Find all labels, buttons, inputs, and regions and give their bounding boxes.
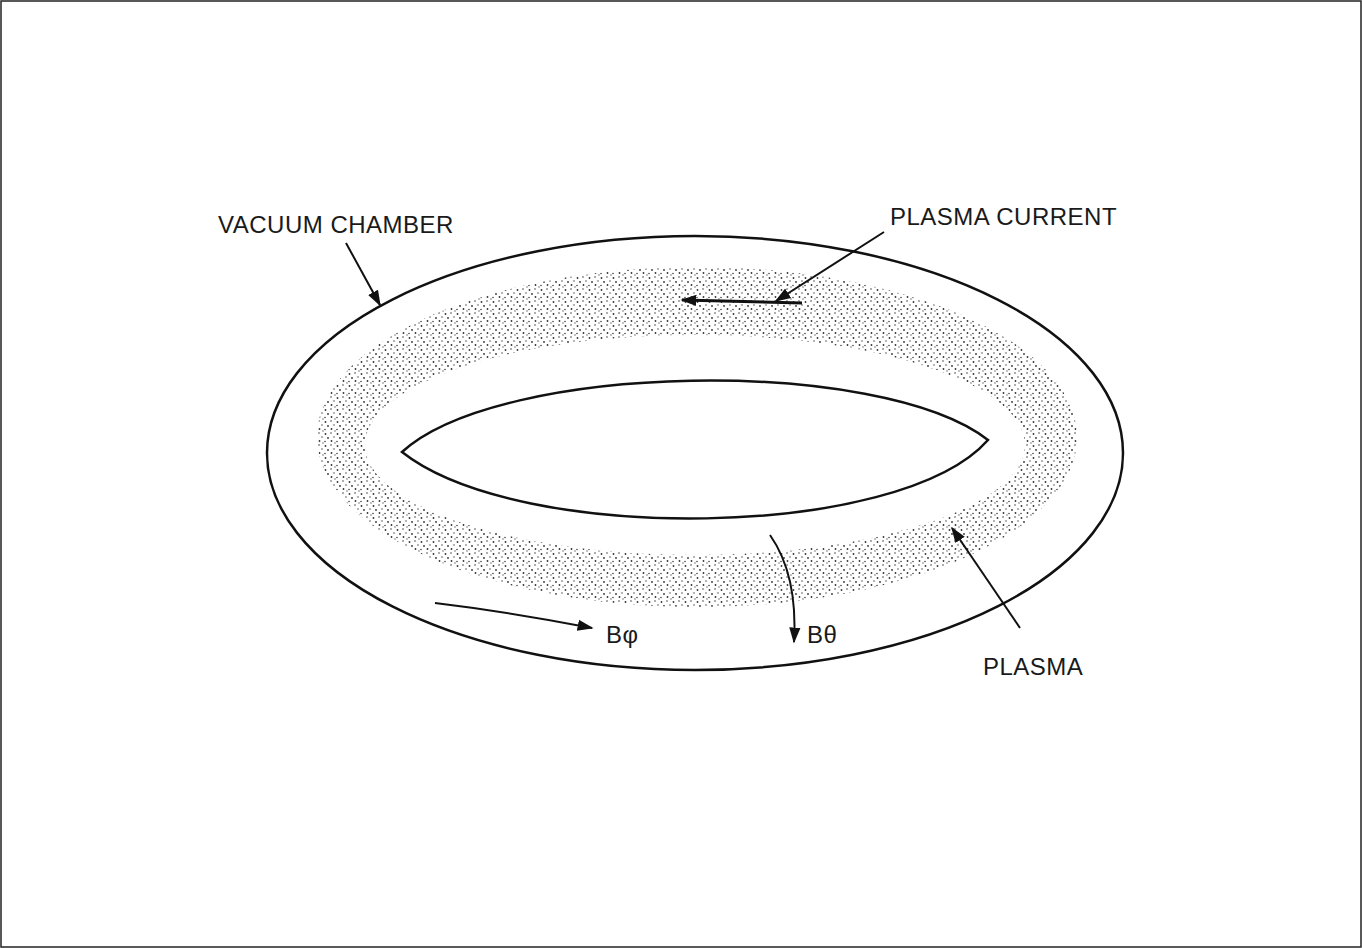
vacuum-chamber <box>267 236 1123 670</box>
chamber-inner-wall <box>402 381 988 519</box>
leader-line <box>952 528 1020 628</box>
leader-line <box>776 232 884 301</box>
poloidal-field-arrow <box>770 535 795 642</box>
leader-line <box>346 243 380 305</box>
plasma-current-arrow <box>682 300 802 303</box>
field-label: Bφ <box>606 623 639 647</box>
part-label: PLASMA CURRENT <box>890 205 1117 229</box>
part-label: VACUUM CHAMBER <box>218 213 454 237</box>
toroidal-field-arrow <box>435 603 592 628</box>
field-label: Bθ <box>807 623 837 647</box>
plasma-band <box>317 267 1077 607</box>
part-label: PLASMA <box>983 655 1083 679</box>
